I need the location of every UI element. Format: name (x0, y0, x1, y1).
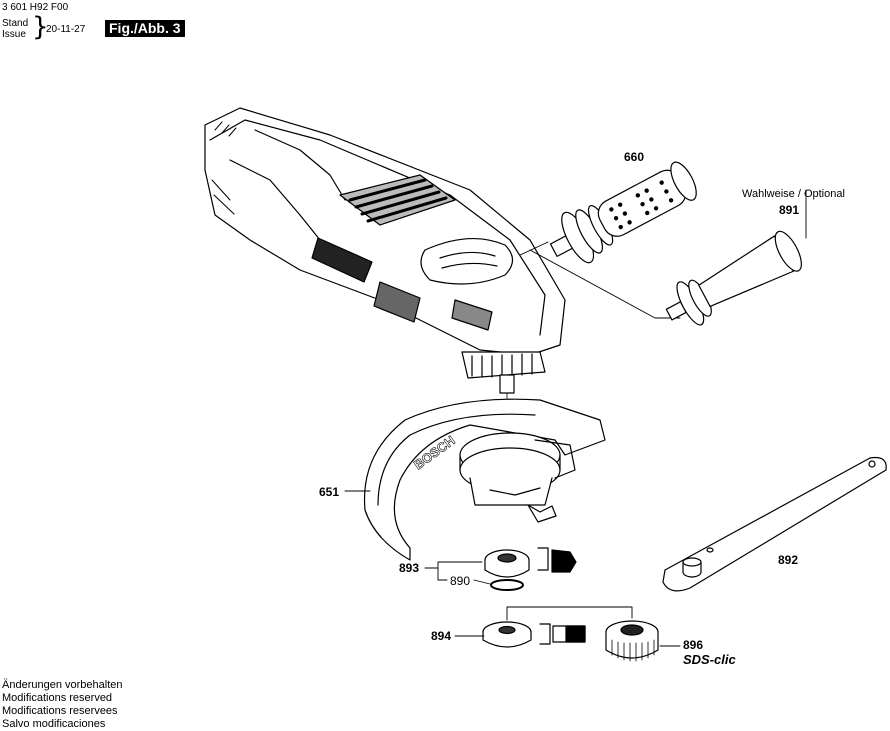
part-891-optional-note: Wahlweise / Optional (742, 188, 845, 200)
angle-grinder-body (204, 107, 566, 394)
footer-note-de: Änderungen vorbehalten (2, 679, 123, 691)
part-label-892: 892 (778, 553, 799, 567)
doc-number: 3 601 H92 F00 (2, 2, 69, 13)
issue-date: 20-11-27 (46, 24, 86, 35)
figure-label: Fig./Abb. 3 (105, 20, 185, 37)
flange-orientation-icon (537, 547, 577, 573)
footer-note-en: Modifications reserved (2, 692, 113, 704)
part-label-894: 894 (431, 629, 452, 643)
stand-label: Stand (2, 18, 29, 29)
part-label-651: 651 (319, 485, 340, 499)
part-896-sds-clic: SDS-clic (683, 652, 736, 667)
side-handle-660 (549, 161, 697, 264)
part-label-896: 896 (683, 638, 704, 652)
part-label-890: 890 (450, 574, 471, 588)
nut-orientation-icon (539, 623, 586, 645)
part-label-660: 660 (624, 150, 645, 164)
o-ring-890 (490, 579, 524, 591)
part-label-891: 891 (779, 203, 800, 217)
quick-nut-896 (605, 620, 659, 662)
leader-lines (344, 189, 807, 647)
flange-893 (484, 549, 530, 578)
guard-651: BOSCH (363, 398, 606, 561)
brace-icon: } (32, 12, 49, 42)
footer-note-es: Salvo modificaciones (2, 718, 106, 730)
footer-note-fr: Modifications reservees (2, 705, 118, 717)
side-handle-891 (665, 230, 802, 326)
issue-label: Issue (2, 29, 26, 40)
spanner-892 (662, 456, 887, 592)
clamping-nut-894 (482, 621, 532, 648)
part-label-893: 893 (399, 561, 420, 575)
